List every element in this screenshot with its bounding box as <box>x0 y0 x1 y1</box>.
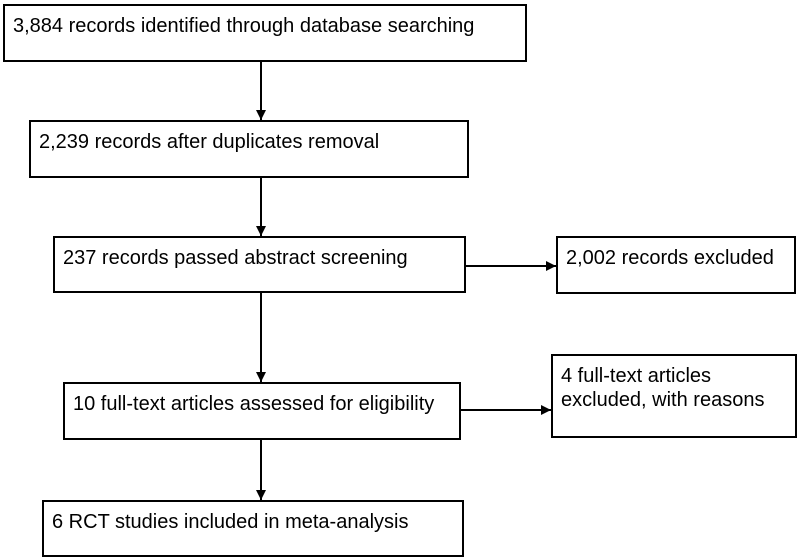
abstract-screening-box: 237 records passed abstract screening <box>53 236 466 293</box>
abstract-screening-text: 237 records passed abstract screening <box>63 247 408 269</box>
records-excluded-text: 2,002 records excluded <box>566 247 774 269</box>
full-text-assessed-text: 10 full-text articles assessed for eligi… <box>73 393 435 415</box>
full-text-assessed-box: 10 full-text articles assessed for eligi… <box>63 382 461 440</box>
records-identified-box: 3,884 records identified through databas… <box>3 4 527 62</box>
full-text-excluded-text: 4 full-text articles excluded, with reas… <box>561 364 791 412</box>
after-duplicates-box: 2,239 records after duplicates removal <box>29 120 469 178</box>
after-duplicates-text: 2,239 records after duplicates removal <box>39 131 380 153</box>
records-identified-text: 3,884 records identified through databas… <box>13 15 475 37</box>
records-excluded-box: 2,002 records excluded <box>556 236 796 294</box>
full-text-excluded-line-1: 4 full-text articles <box>561 365 712 387</box>
full-text-excluded-line-2: excluded, with reasons <box>561 389 765 411</box>
studies-included-box: 6 RCT studies included in meta-analysis <box>42 500 464 557</box>
studies-included-text: 6 RCT studies included in meta-analysis <box>52 511 409 533</box>
full-text-excluded-box: 4 full-text articles excluded, with reas… <box>551 354 797 438</box>
